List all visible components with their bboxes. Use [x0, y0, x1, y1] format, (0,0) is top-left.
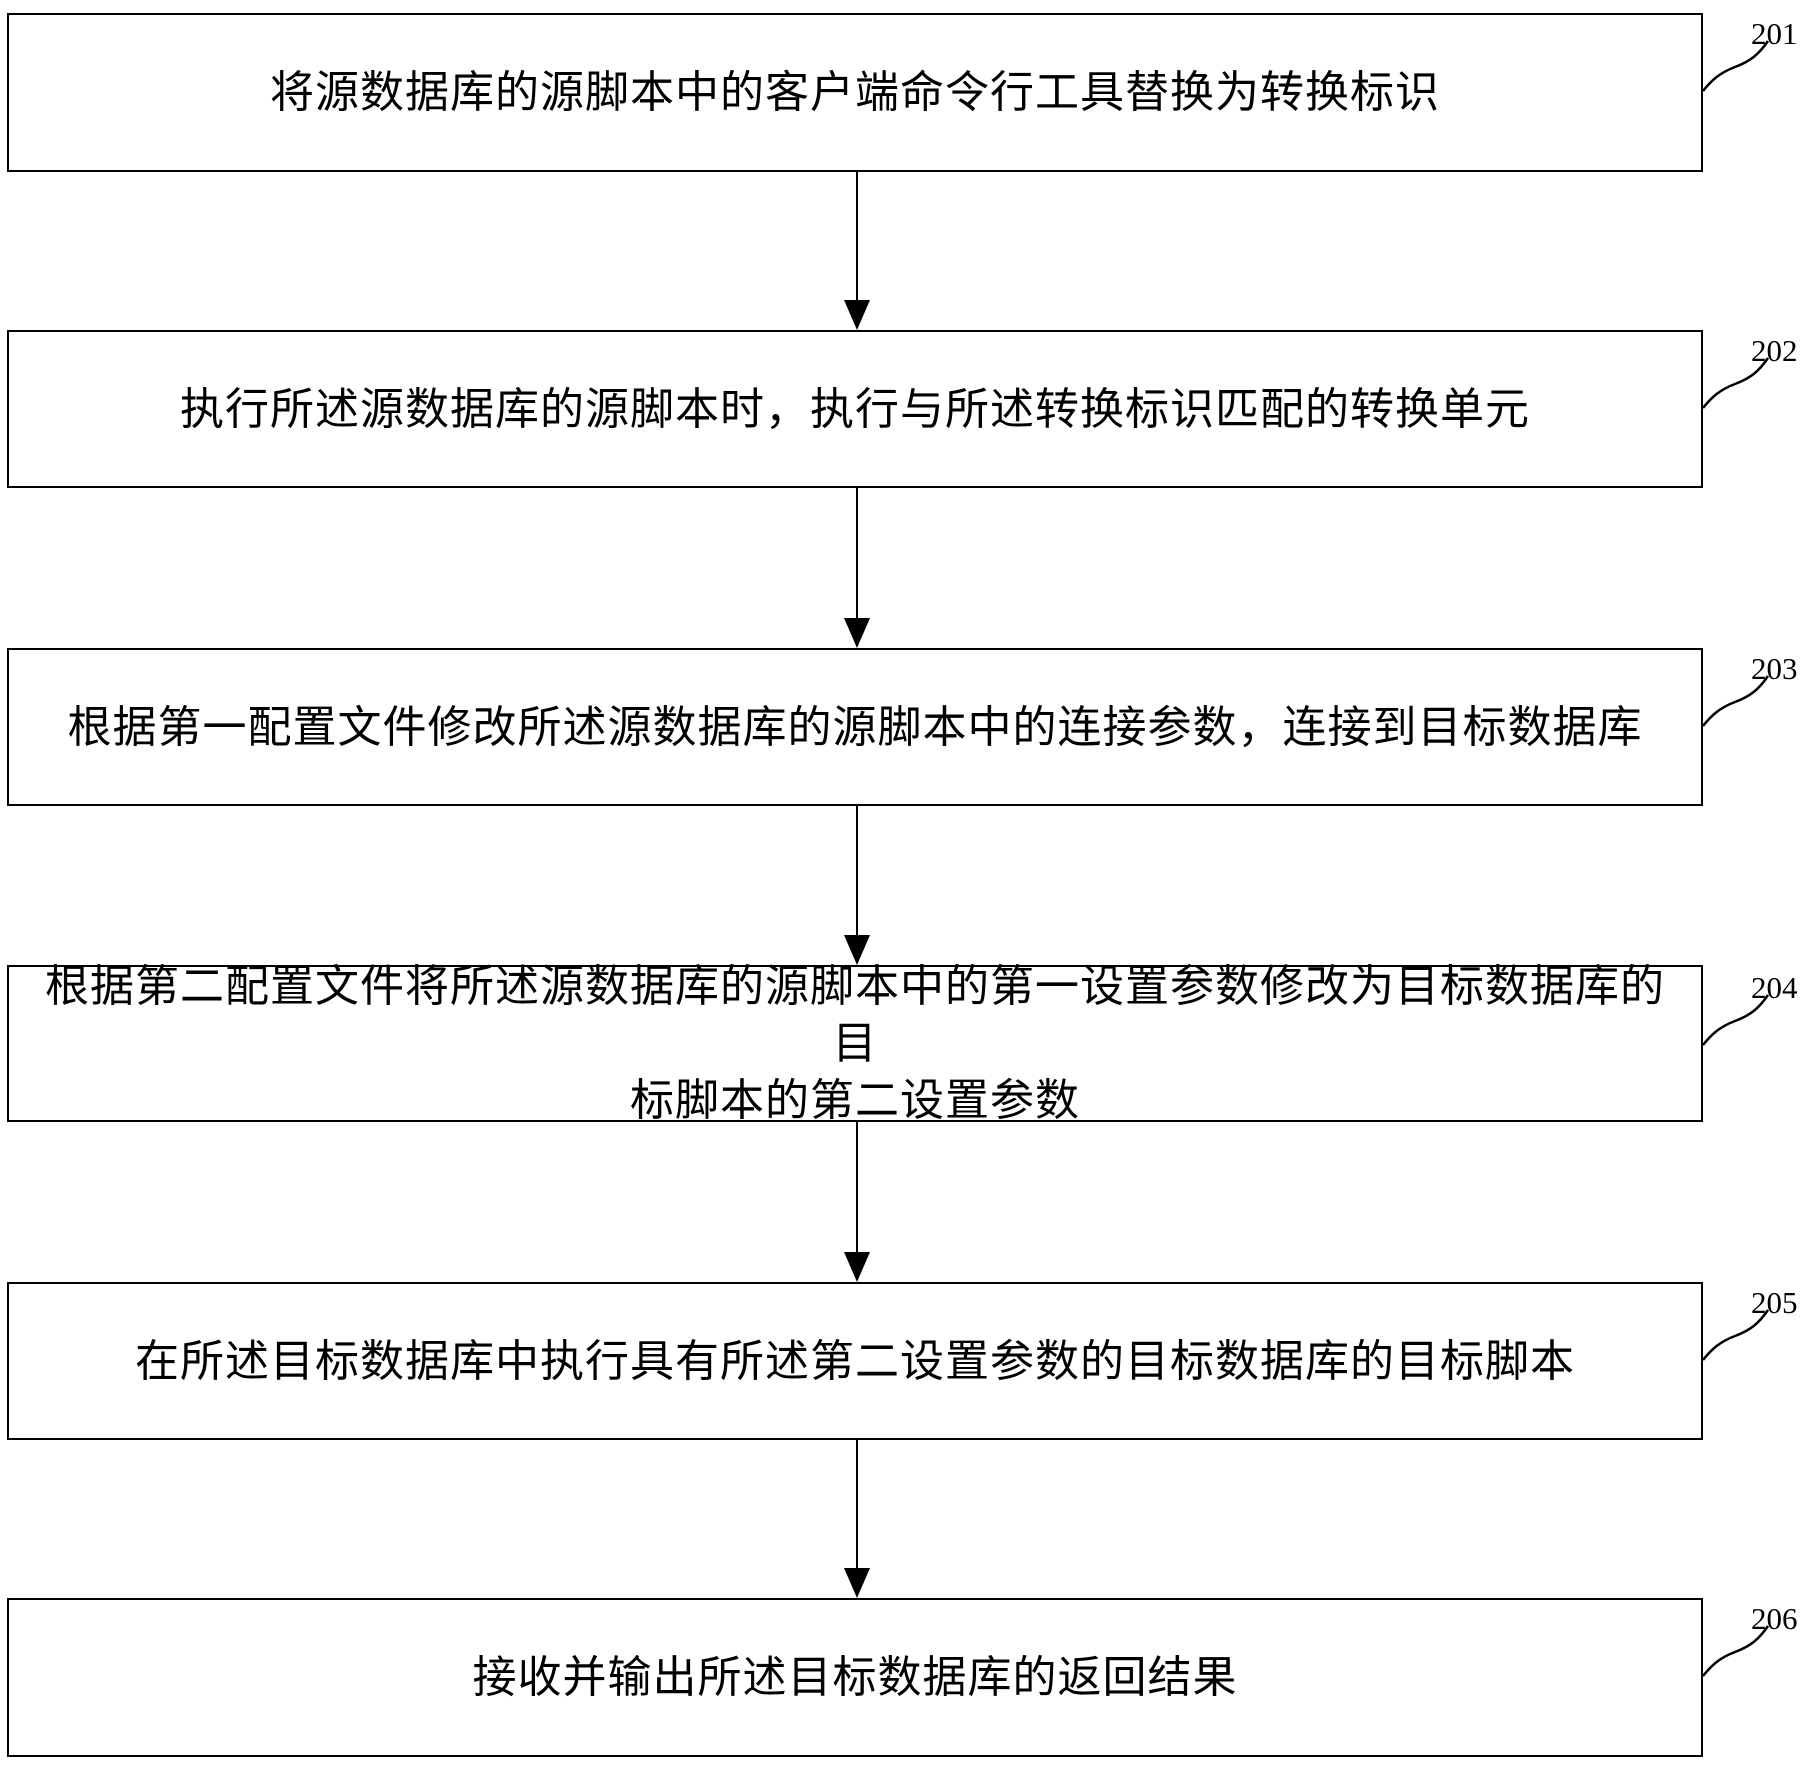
- ref-connector-curve-1: [1702, 40, 1770, 92]
- ref-connector-curve-6: [1702, 1625, 1770, 1677]
- arrow-down-icon: [844, 488, 870, 648]
- flow-step-box-5: 在所述目标数据库中执行具有所述第二设置参数的目标数据库的目标脚本: [7, 1282, 1703, 1440]
- step-ref-number-2: 202: [1751, 333, 1798, 368]
- flow-step-text-6: 接收并输出所述目标数据库的返回结果: [472, 1653, 1238, 1702]
- ref-connector-curve-4: [1702, 994, 1770, 1046]
- arrow-head: [844, 1568, 870, 1598]
- flow-step-box-6: 接收并输出所述目标数据库的返回结果: [7, 1598, 1703, 1757]
- step-ref-number-1: 201: [1751, 16, 1798, 51]
- arrow-head: [844, 1252, 870, 1282]
- arrow-stem: [856, 488, 858, 622]
- step-ref-number-5: 205: [1751, 1285, 1798, 1320]
- arrow-stem: [856, 172, 858, 304]
- step-ref-number-3: 203: [1751, 651, 1798, 686]
- ref-connector-curve-5: [1702, 1309, 1770, 1361]
- arrow-head: [844, 300, 870, 330]
- flow-step-text-4: 根据第二配置文件将所述源数据库的源脚本中的第一设置参数修改为目标数据库的目 标脚…: [45, 962, 1665, 1125]
- arrow-head: [844, 618, 870, 648]
- arrow-head: [844, 935, 870, 965]
- flow-step-text-3: 根据第一配置文件修改所述源数据库的源脚本中的连接参数，连接到目标数据库: [67, 702, 1643, 752]
- arrow-stem: [856, 806, 858, 939]
- arrow-down-icon: [844, 1122, 870, 1282]
- arrow-down-icon: [844, 172, 870, 330]
- ref-connector-curve-3: [1702, 675, 1770, 727]
- flow-step-box-1: 将源数据库的源脚本中的客户端命令行工具替换为转换标识: [7, 13, 1703, 172]
- arrow-stem: [856, 1122, 858, 1256]
- step-ref-number-4: 204: [1751, 970, 1798, 1005]
- flow-step-text-2: 执行所述源数据库的源脚本时，执行与所述转换标识匹配的转换单元: [180, 384, 1530, 434]
- arrow-down-icon: [844, 806, 870, 965]
- flow-step-text-1: 将源数据库的源脚本中的客户端命令行工具替换为转换标识: [270, 68, 1440, 117]
- arrow-down-icon: [844, 1440, 870, 1598]
- ref-connector-curve-2: [1702, 357, 1770, 409]
- flow-step-box-3: 根据第一配置文件修改所述源数据库的源脚本中的连接参数，连接到目标数据库: [7, 648, 1703, 806]
- arrow-stem: [856, 1440, 858, 1572]
- flow-step-box-2: 执行所述源数据库的源脚本时，执行与所述转换标识匹配的转换单元: [7, 330, 1703, 488]
- flow-step-text-5: 在所述目标数据库中执行具有所述第二设置参数的目标数据库的目标脚本: [135, 1336, 1575, 1386]
- flow-step-box-4: 根据第二配置文件将所述源数据库的源脚本中的第一设置参数修改为目标数据库的目 标脚…: [7, 962, 1703, 1125]
- step-ref-number-6: 206: [1751, 1601, 1798, 1636]
